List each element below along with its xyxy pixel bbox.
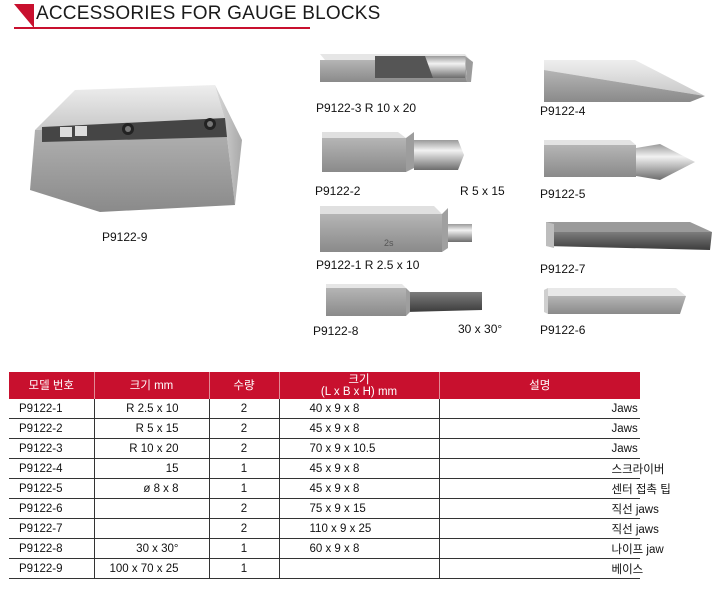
cell-dimensions: 60 x 9 x 8 — [279, 538, 440, 559]
cell-description: Jaws — [439, 399, 640, 419]
cell-size — [94, 518, 210, 539]
cell-qty: 1 — [209, 538, 280, 559]
cell-size: 30 x 30° — [94, 538, 210, 559]
cell-description: 직선 jaws — [439, 498, 659, 519]
cell-description: Jaws — [439, 438, 640, 459]
product-image-p9122-3 — [320, 54, 473, 82]
cell-model: P9122-6 — [9, 498, 95, 519]
cell-dimensions — [279, 558, 440, 579]
cell-model: P9122-7 — [9, 518, 95, 539]
product-image-p9122-8 — [326, 284, 482, 316]
cell-model: P9122-2 — [9, 418, 95, 439]
product-image-p9122-4 — [544, 60, 705, 102]
cell-qty: 1 — [209, 478, 280, 499]
cell-dimensions: 40 x 9 x 8 — [279, 399, 440, 419]
header-underline — [14, 27, 310, 29]
product-label: P9122-4 — [540, 104, 586, 118]
product-label: P9122-3 R 10 x 20 — [316, 101, 417, 115]
cell-qty: 2 — [209, 438, 280, 459]
cell-size: R 10 x 20 — [94, 438, 210, 459]
cell-dimensions: 45 x 9 x 8 — [279, 458, 440, 479]
col-header-model: 모델 번호 — [9, 372, 95, 399]
cell-qty: 1 — [209, 458, 280, 479]
product-image-p9122-5 — [544, 140, 695, 180]
col-header-dimensions: 크기 (L x B x H) mm — [279, 372, 440, 399]
product-label: P9122-8 — [313, 324, 359, 338]
product-label: P9122-5 — [540, 187, 586, 201]
cell-size: 15 — [94, 458, 210, 479]
cell-model: P9122-1 — [9, 399, 95, 419]
cell-size: R 5 x 15 — [94, 418, 210, 439]
cell-dimensions: 45 x 9 x 8 — [279, 418, 440, 439]
cell-dimensions: 45 x 9 x 8 — [279, 478, 440, 499]
section-header: ACCESSORIES FOR GAUGE BLOCKS — [0, 0, 380, 32]
cell-qty: 2 — [209, 418, 280, 439]
cell-model: P9122-3 — [9, 438, 95, 459]
product-label: P9122-6 — [540, 323, 586, 337]
cell-qty: 2 — [209, 518, 280, 539]
cell-dimensions: 75 x 9 x 15 — [279, 498, 440, 519]
cell-dimensions: 110 x 9 x 25 — [279, 518, 440, 539]
cell-size: R 2.5 x 10 — [94, 399, 210, 419]
page-title: ACCESSORIES FOR GAUGE BLOCKS — [36, 3, 381, 24]
cell-size — [94, 498, 210, 519]
cell-size: 100 x 70 x 25 — [94, 558, 210, 579]
cell-qty: 2 — [209, 399, 280, 419]
cell-description: 직선 jaws — [439, 518, 659, 539]
product-image-p9122-2 — [322, 132, 464, 172]
col-header-qty: 수량 — [209, 372, 280, 399]
product-label: P9122-7 — [540, 262, 586, 276]
product-image-p9122-6 — [544, 288, 686, 314]
cell-description: 나이프 jaw — [439, 538, 664, 559]
spec-table: 모델 번호 크기 mm 수량 크기 (L x B x H) mm 설명 P912… — [9, 372, 671, 579]
col-header-dim-line1: 크기 — [348, 373, 370, 386]
product-label: P9122-9 — [102, 230, 148, 244]
product-image-p9122-1: 2s — [320, 206, 472, 252]
table-header-row: 모델 번호 크기 mm 수량 크기 (L x B x H) mm 설명 — [9, 372, 640, 399]
col-header-dim-line2: (L x B x H) mm — [320, 385, 398, 398]
cell-description: Jaws — [439, 418, 640, 439]
cell-model: P9122-5 — [9, 478, 95, 499]
cell-model: P9122-9 — [9, 558, 95, 579]
product-image-p9122-7 — [546, 222, 712, 250]
col-header-size: 크기 mm — [94, 372, 210, 399]
product-label: 30 x 30° — [458, 322, 503, 336]
header-accent-triangle — [14, 4, 34, 28]
cell-description: 베이스 — [439, 558, 643, 579]
product-label: P9122-1 R 2.5 x 10 — [316, 258, 420, 272]
svg-text:2s: 2s — [384, 238, 394, 248]
product-image-p9122-9 — [30, 85, 242, 212]
cell-model: P9122-4 — [9, 458, 95, 479]
col-header-desc: 설명 — [439, 372, 640, 399]
cell-qty: 1 — [209, 558, 280, 579]
cell-qty: 2 — [209, 498, 280, 519]
cell-description: 스크라이버 — [439, 458, 664, 479]
product-label: R 5 x 15 — [460, 184, 505, 198]
cell-size: ø 8 x 8 — [94, 478, 210, 499]
cell-model: P9122-8 — [9, 538, 95, 559]
cell-description: 센터 접촉 팁 — [439, 478, 671, 499]
product-label: P9122-2 — [315, 184, 361, 198]
cell-dimensions: 70 x 9 x 10.5 — [279, 438, 440, 459]
